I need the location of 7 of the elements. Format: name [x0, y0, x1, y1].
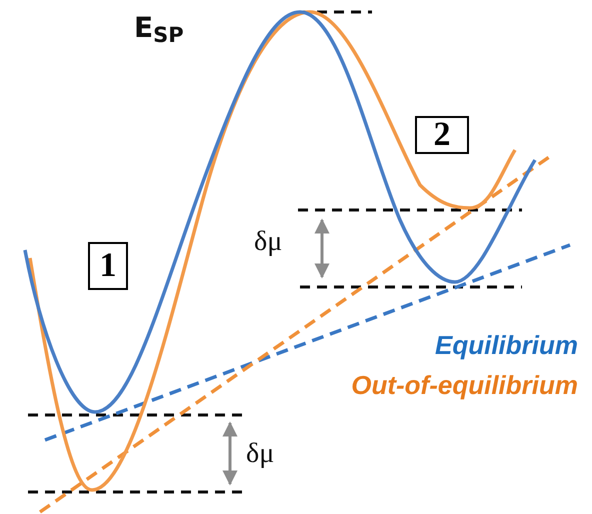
legend-label: Out-of-equilibrium [351, 372, 578, 398]
delta-mu-label: δμ [254, 228, 282, 256]
energy-label: E$_{SP}$ [134, 14, 184, 42]
numbered-box: 1 [88, 242, 128, 290]
delta-mu-label: δμ [246, 440, 274, 468]
numbered-box: 2 [415, 116, 469, 154]
legend-label: Equilibrium [435, 332, 578, 358]
